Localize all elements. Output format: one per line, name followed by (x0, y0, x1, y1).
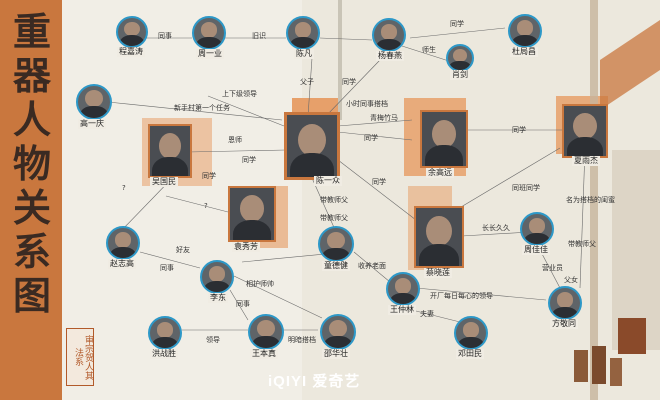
person-name: 杜局昌 (510, 47, 538, 57)
relation-label: 小时同事搭档 (346, 100, 388, 108)
portrait-p21 (248, 314, 284, 350)
relation-label: 相护师帅 (246, 280, 274, 288)
seal-stamp: 审宗贺人其法系 (66, 328, 94, 386)
portrait-p3 (286, 16, 320, 50)
person-name: 方敬同 (550, 319, 578, 329)
portrait-p11 (148, 124, 192, 178)
person-name: 夏雨杰 (572, 156, 600, 166)
relation-label: 新手村第一个任务 (174, 104, 230, 112)
portrait-p16 (520, 212, 554, 246)
title-char: 器 (12, 53, 51, 98)
relation-label: 夫妻 (420, 310, 434, 318)
person-name: 李东 (208, 293, 228, 303)
person-name: 王本真 (250, 349, 278, 359)
portrait-p1 (116, 16, 148, 48)
person-name: 高一庆 (78, 119, 106, 129)
portrait-p9 (420, 110, 468, 168)
portrait-p10 (562, 104, 608, 158)
portrait-p23 (454, 316, 488, 350)
title-char: 人 (12, 97, 51, 142)
title-char: 重 (12, 9, 51, 54)
relation-label: 明暗搭档 (288, 336, 316, 344)
person-name: 余高远 (426, 168, 454, 178)
relation-label: 同事 (158, 32, 172, 40)
relation-label: 同学 (450, 20, 464, 28)
person-name: 邓田民 (456, 349, 484, 359)
relation-label: 同学 (372, 178, 386, 186)
iqiyi-logo: iQIYI 爱奇艺 (268, 373, 361, 390)
relation-label: 领导 (206, 336, 220, 344)
portrait-p7 (76, 84, 112, 120)
portrait-p18 (386, 272, 420, 306)
person-name: 周佳佳 (522, 245, 550, 255)
person-name: 赵志高 (108, 259, 136, 269)
portrait-p19 (548, 286, 582, 320)
relation-label: 带教师父 (568, 240, 596, 248)
relation-label: 师生 (422, 46, 436, 54)
portrait-p14 (106, 226, 140, 260)
person-name: 童德健 (322, 261, 350, 271)
relation-label: 营业员 (542, 264, 563, 272)
portrait-p17 (200, 260, 234, 294)
relation-label: ? (204, 202, 208, 210)
person-name: 洪战胜 (150, 349, 178, 359)
relation-label: 带教师父 (320, 214, 348, 222)
relation-label: 旧识 (252, 32, 266, 40)
relation-label: 同学 (202, 172, 216, 180)
person-name: 杨春燕 (376, 51, 404, 61)
relation-label: 名为搭档的闺蜜 (566, 196, 615, 204)
person-name: 邵华壮 (322, 349, 350, 359)
person-name: 周一业 (196, 49, 224, 59)
relation-label: 长长久久 (482, 224, 510, 232)
relation-label: 恩师 (228, 136, 242, 144)
portrait-p12 (228, 186, 276, 242)
title-char: 系 (12, 229, 51, 274)
person-name: 肖剑 (450, 70, 470, 80)
title-char: 图 (12, 273, 51, 318)
person-name: 陈凡 (294, 49, 314, 59)
relation-label: 同事 (236, 300, 250, 308)
person-name: 程嘉涛 (117, 47, 145, 57)
title-char: 物 (12, 141, 51, 186)
relation-label: 收养老面 (358, 262, 386, 270)
relation-label: 同学 (512, 126, 526, 134)
person-name: 蔡晓莲 (424, 268, 452, 278)
portrait-p4 (372, 18, 406, 52)
portrait-p8 (284, 112, 340, 180)
chart-title: 重 器 人 物 关 系 图 (8, 10, 56, 318)
relation-label: 同事 (160, 264, 174, 272)
person-name: 袁秀芳 (232, 242, 260, 252)
portrait-p2 (192, 16, 226, 50)
portrait-p20 (148, 316, 182, 350)
relation-label: ? (122, 184, 126, 192)
relation-label: 上下级领导 (222, 90, 257, 98)
relation-label: 好友 (176, 246, 190, 254)
relation-label: 同学 (242, 156, 256, 164)
sidebar-panel: 重 器 人 物 关 系 图 (0, 0, 62, 400)
relation-label: 父女 (564, 276, 578, 284)
portrait-p13 (414, 206, 464, 268)
relation-label: 青梅竹马 (370, 114, 398, 122)
portrait-p6 (508, 14, 542, 48)
relation-label: 父子 (300, 78, 314, 86)
title-char: 关 (12, 185, 51, 230)
relation-label: 同学 (364, 134, 378, 142)
person-name: 王仲林 (388, 305, 416, 315)
portrait-p5 (446, 44, 474, 72)
person-name: 吴国民 (150, 177, 178, 187)
relation-label: 开厂每日每心的领导 (430, 292, 493, 300)
relation-label: 同班同学 (512, 184, 540, 192)
portrait-p22 (320, 314, 356, 350)
relation-label: 同学 (342, 78, 356, 86)
person-name: 陈一众 (314, 176, 342, 186)
portrait-p15 (318, 226, 354, 262)
relation-label: 带教师父 (320, 196, 348, 204)
